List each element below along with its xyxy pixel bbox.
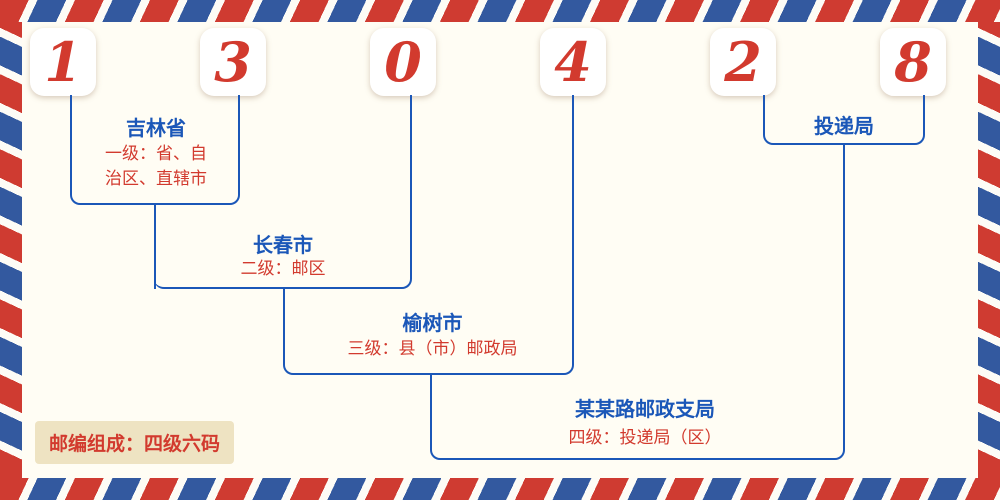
digit-box-3: 0 [370, 28, 436, 96]
airmail-border-right [978, 22, 1000, 478]
delivery-office-label: 投递局 [814, 114, 874, 138]
delivery-drop-line [843, 143, 845, 379]
level1-description-line2: 治区、直辖市 [105, 168, 207, 189]
digit-6: 8 [894, 30, 932, 94]
digit-box-6: 8 [880, 28, 946, 96]
digit-box-2: 3 [200, 28, 266, 96]
postcode-composition-tag: 邮编组成：四级六码 [35, 421, 235, 464]
level3-description: 三级：县（市）邮政局 [347, 339, 518, 359]
digit4-drop-line [572, 95, 574, 291]
level1-place-label: 吉林省 [126, 116, 186, 140]
digit-3: 0 [384, 30, 422, 94]
airmail-border-left [0, 22, 22, 478]
airmail-border-bottom [0, 478, 1000, 500]
digit-5: 2 [724, 30, 762, 94]
digit3-drop-line [410, 95, 412, 209]
level2-place-label: 长春市 [253, 233, 313, 257]
county-connector-line [283, 287, 574, 375]
airmail-border-top [0, 0, 1000, 22]
digit-4: 4 [554, 30, 592, 94]
digit-1: 1 [44, 30, 82, 94]
branch-connector-line [430, 375, 845, 460]
level4-place-label: 某某路邮政支局 [575, 397, 715, 421]
level2-description: 二级：邮区 [240, 259, 326, 279]
level4-description: 四级：投递局（区） [568, 428, 722, 448]
digit-box-4: 4 [540, 28, 606, 96]
level1-description: 一级：省、自 治区、直辖市 [58, 142, 254, 191]
level1-description-line1: 一级：省、自 [105, 144, 207, 164]
digit-box-5: 2 [710, 28, 776, 96]
digit-2: 3 [214, 30, 252, 94]
province-to-city-line [154, 203, 156, 289]
level3-place-label: 榆树市 [402, 311, 463, 335]
digit-box-1: 1 [30, 28, 96, 96]
